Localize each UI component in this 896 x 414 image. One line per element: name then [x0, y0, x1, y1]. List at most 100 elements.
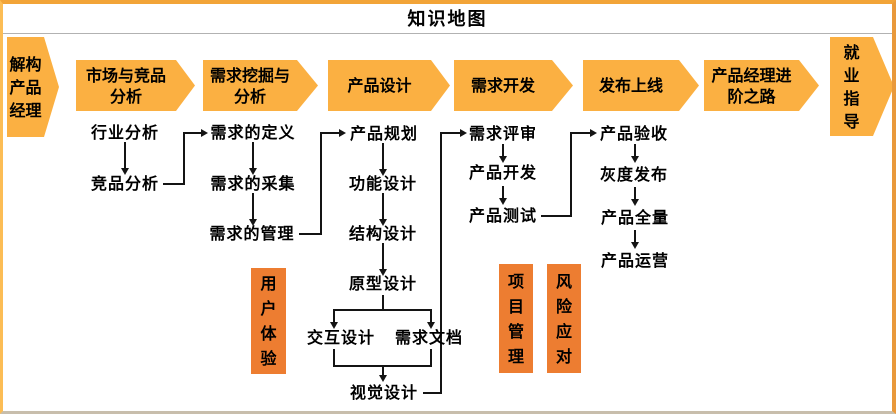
- connector-line: [440, 132, 460, 134]
- connector-line: [541, 215, 572, 217]
- stage-requirement-mining-analysis: 需求挖掘与 分析: [203, 60, 318, 111]
- node-prototype-design: 原型设计: [348, 274, 418, 293]
- arrowhead-down-icon: [631, 199, 639, 206]
- connector-line: [502, 144, 504, 156]
- stage-requirement-development: 需求开发: [454, 60, 573, 111]
- sidebox-label-char: 应: [555, 321, 572, 341]
- stage-label-line: 产品经理进: [711, 65, 792, 85]
- arrowhead-down-icon: [427, 322, 435, 329]
- stage-label-line: 分析: [233, 86, 266, 106]
- stage-label-line: 产品: [9, 77, 42, 97]
- sidebox-project-management: 项 目 管 理: [499, 264, 533, 373]
- sidebox-label-char: 户: [260, 299, 277, 318]
- arrowhead-down-icon: [631, 242, 639, 249]
- node-function-design: 功能设计: [348, 174, 418, 193]
- connector-line: [634, 230, 636, 242]
- stage-label-line: 业: [843, 65, 860, 85]
- sidebox-label-char: 验: [260, 349, 277, 368]
- stage-label-line: 指: [843, 88, 860, 108]
- connector-line: [634, 144, 636, 156]
- connector-line: [252, 193, 254, 219]
- sidebox-label-char: 体: [260, 324, 277, 343]
- node-product-test: 产品测试: [468, 206, 538, 225]
- title-divider: [3, 33, 892, 34]
- node-gray-release: 灰度发布: [599, 165, 669, 184]
- connector-line: [252, 142, 254, 168]
- connector-line: [382, 295, 384, 310]
- node-product-development: 产品开发: [468, 163, 538, 182]
- arrowhead-down-icon: [379, 169, 387, 176]
- arrowhead-down-icon: [499, 198, 507, 205]
- stage-label-line: 需求开发: [470, 76, 535, 95]
- connector-line: [634, 187, 636, 199]
- arrowhead-right-icon: [201, 129, 208, 137]
- stage-market-competition-analysis: 市场与竞品 分析: [76, 60, 195, 111]
- sidebox-label-char: 用: [260, 274, 277, 293]
- node-competitor-analysis: 竞品分析: [90, 174, 160, 193]
- node-requirement-management: 需求的管理: [209, 224, 295, 243]
- sidebox-label-char: 管: [507, 321, 524, 341]
- connector-line: [440, 132, 442, 394]
- stage-pm-advancement: 产品经理进 阶之路: [704, 60, 819, 111]
- node-visual-design: 视觉设计: [349, 383, 419, 402]
- connector-line: [183, 132, 201, 134]
- sidebox-user-experience: 用 户 体 验: [251, 268, 286, 374]
- connector-line: [333, 309, 432, 311]
- sidebox-risk-response: 风 险 应 对: [547, 264, 581, 373]
- arrowhead-down-icon: [379, 219, 387, 226]
- arrowhead-down-icon: [379, 375, 387, 382]
- connector-line: [382, 193, 384, 219]
- connector-line: [423, 392, 442, 394]
- sidebox-label-char: 对: [555, 346, 572, 366]
- connector-line: [333, 349, 335, 367]
- connector-line: [333, 365, 432, 367]
- stage-label-line: 解构: [9, 54, 42, 74]
- stage-label-line: 阶之路: [727, 86, 776, 106]
- connector-line: [382, 367, 384, 376]
- connector-line: [430, 311, 432, 322]
- node-requirement-definition: 需求的定义: [210, 123, 296, 142]
- stage-label-line: 需求挖掘与: [209, 65, 290, 85]
- connector-line: [502, 186, 504, 198]
- connector-line: [299, 233, 322, 235]
- sidebox-label-char: 理: [507, 346, 524, 366]
- node-industry-analysis: 行业分析: [90, 123, 160, 142]
- sidebox-label-char: 险: [555, 296, 572, 316]
- stage-label-line: 经理: [9, 100, 42, 120]
- stage-label-line: 导: [843, 111, 860, 131]
- stage-label-line: 产品设计: [347, 76, 412, 95]
- sidebox-label-char: 目: [507, 296, 524, 316]
- arrowhead-down-icon: [121, 168, 129, 175]
- connector-line: [163, 183, 185, 185]
- connector-line: [183, 132, 185, 185]
- node-product-acceptance: 产品验收: [599, 124, 669, 143]
- node-structure-design: 结构设计: [348, 224, 418, 243]
- page-title: 知识地图: [407, 9, 488, 30]
- stage-product-design: 产品设计: [328, 60, 450, 111]
- connector-line: [430, 349, 432, 367]
- connector-line: [320, 132, 322, 235]
- sidebox-label-char: 项: [507, 271, 524, 291]
- connector-line: [382, 143, 384, 169]
- node-requirement-document: 需求文档: [394, 328, 464, 347]
- connector-line: [333, 311, 335, 322]
- connector-line: [382, 243, 384, 269]
- stage-label-line: 发布上线: [598, 76, 663, 95]
- connector-line: [320, 132, 339, 134]
- stage-label-line: 就: [843, 42, 860, 62]
- node-requirement-review: 需求评审: [468, 124, 538, 143]
- node-requirement-collection: 需求的采集: [210, 174, 296, 193]
- connector-line: [124, 142, 126, 168]
- node-interaction-design: 交互设计: [306, 328, 376, 347]
- connector-line: [570, 132, 590, 134]
- node-product-planning: 产品规划: [349, 124, 419, 143]
- stage-release-online: 发布上线: [583, 60, 699, 111]
- arrowhead-down-icon: [330, 322, 338, 329]
- node-product-operation: 产品运营: [600, 251, 670, 270]
- sidebox-label-char: 风: [555, 271, 572, 291]
- arrowhead-down-icon: [379, 269, 387, 276]
- arrowhead-right-icon: [339, 129, 346, 137]
- arrowhead-down-icon: [631, 156, 639, 163]
- stage-label-line: 市场与竞品: [85, 65, 166, 85]
